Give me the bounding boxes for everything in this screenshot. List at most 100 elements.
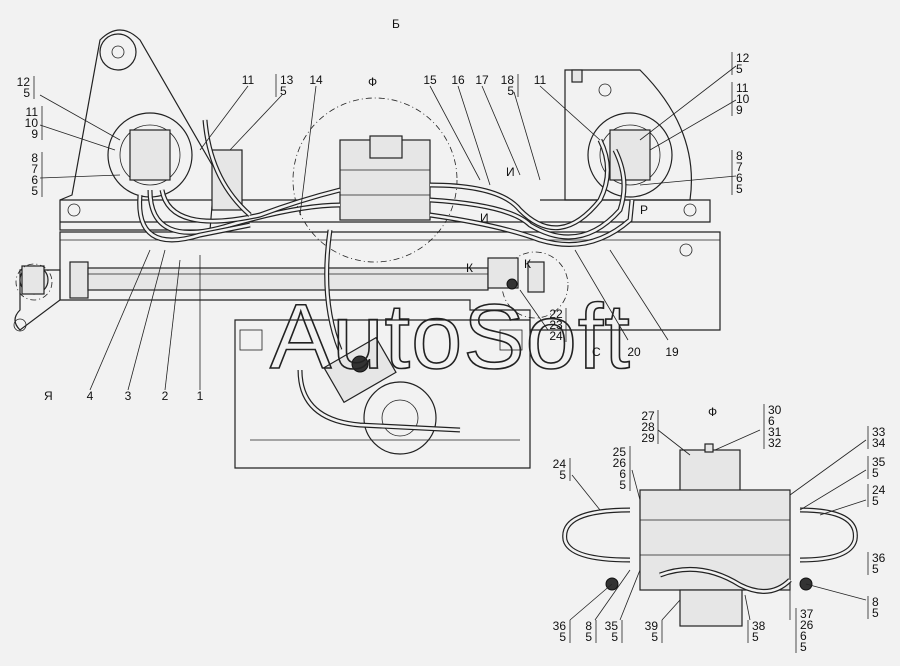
mark-p: Р [640, 203, 648, 217]
callout-number: 38 [752, 619, 766, 633]
callout-c30: 365 [553, 619, 571, 644]
callout-number: 1 [197, 389, 204, 403]
callout-number: 6 [736, 171, 743, 185]
callout-number: 34 [872, 436, 886, 450]
callout-number: 5 [559, 468, 566, 482]
control-valve-block [292, 97, 458, 263]
view-label-f-inset: Ф [708, 405, 717, 419]
callout-number: 11 [242, 73, 255, 87]
callout-number: 32 [768, 436, 782, 450]
callout-c4: 11 [242, 73, 255, 87]
callout-c11: 11 [534, 73, 547, 87]
callout-number: 4 [87, 389, 94, 403]
callout-number: 5 [736, 182, 743, 196]
mark-i-top: И [506, 165, 515, 179]
callout-number: 36 [872, 551, 886, 565]
detail-circle-ya [15, 263, 53, 301]
callout-number: 28 [641, 420, 655, 434]
callout-number: 2 [162, 389, 169, 403]
view-label-b: Б [392, 17, 400, 31]
watermark-text: AutoSoft [270, 286, 631, 388]
callout-number: 24 [549, 329, 563, 343]
callout-number: 6 [31, 173, 38, 187]
callout-number: 5 [800, 640, 807, 654]
callout-number: 5 [872, 494, 879, 508]
mark-k-left: К [466, 261, 473, 275]
callout-number: 5 [280, 84, 287, 98]
callout-number: 5 [872, 606, 879, 620]
callout-number: 9 [31, 127, 38, 141]
callout-number: 9 [736, 103, 743, 117]
callout-c15: 4 [87, 389, 94, 403]
callout-c7: 15 [423, 73, 437, 87]
callout-number: 5 [736, 62, 743, 76]
callout-number: 27 [641, 409, 655, 423]
callout-number: 26 [800, 618, 814, 632]
callout-c9: 17 [475, 73, 489, 87]
callout-c16: 3 [125, 389, 132, 403]
callout-number: 6 [619, 467, 626, 481]
callout-number: 5 [507, 84, 514, 98]
frame-structure [13, 29, 721, 469]
callout-number: 33 [872, 425, 886, 439]
callout-c21: 19 [665, 345, 679, 359]
callout-c10: 185 [501, 73, 519, 98]
callout-number: 5 [559, 630, 566, 644]
callout-c32: 355 [605, 619, 623, 644]
callout-c33: 395 [645, 619, 663, 644]
view-label-f-main: Ф [368, 75, 377, 89]
callout-number: 5 [585, 630, 592, 644]
callout-number: 10 [736, 92, 750, 106]
leader-lines [39, 65, 737, 391]
callout-number: 36 [553, 619, 567, 633]
callout-number: 18 [501, 73, 515, 87]
callout-c26: 245 [867, 483, 886, 508]
callout-number: 8 [872, 595, 879, 609]
callout-number: 20 [627, 345, 641, 359]
callout-number: 5 [619, 478, 626, 492]
callout-number: 8 [736, 149, 743, 163]
callout-number: 19 [665, 345, 679, 359]
view-label-c: С [592, 345, 601, 359]
callout-number: 22 [549, 307, 563, 321]
callout-number: 3 [125, 389, 132, 403]
mark-k-right: К [524, 257, 531, 271]
callout-number: 30 [768, 403, 782, 417]
callout-c36: 85 [867, 595, 879, 620]
callout-c17: 2 [162, 389, 169, 403]
callout-number: 16 [451, 73, 465, 87]
callout-c34: 385 [747, 619, 766, 644]
callout-number: 5 [611, 630, 618, 644]
callout-number: 35 [605, 619, 619, 633]
callout-number: 5 [752, 630, 759, 644]
callout-c31: 85 [585, 619, 597, 644]
callout-number: 24 [872, 483, 886, 497]
right-motor [587, 112, 673, 198]
callout-number: 31 [768, 425, 782, 439]
callout-number: 23 [549, 318, 563, 332]
callout-number: 35 [872, 455, 886, 469]
callout-number: 37 [800, 607, 814, 621]
callout-number: 17 [475, 73, 489, 87]
callout-number: 5 [23, 86, 30, 100]
callout-number: 7 [31, 162, 38, 176]
view-label-ya: Я [44, 389, 53, 403]
fitting-node [487, 257, 545, 293]
callout-number: 7 [736, 160, 743, 174]
mark-i-bottom: И [480, 211, 489, 225]
callout-number: 10 [25, 116, 39, 130]
callout-number: 24 [553, 457, 567, 471]
callout-number: 8 [585, 619, 592, 633]
callout-number: 5 [872, 466, 879, 480]
callout-number: 6 [800, 629, 807, 643]
callout-number: 14 [309, 73, 323, 87]
callout-c1: 125 [17, 75, 35, 100]
callout-c18: 1 [197, 389, 204, 403]
